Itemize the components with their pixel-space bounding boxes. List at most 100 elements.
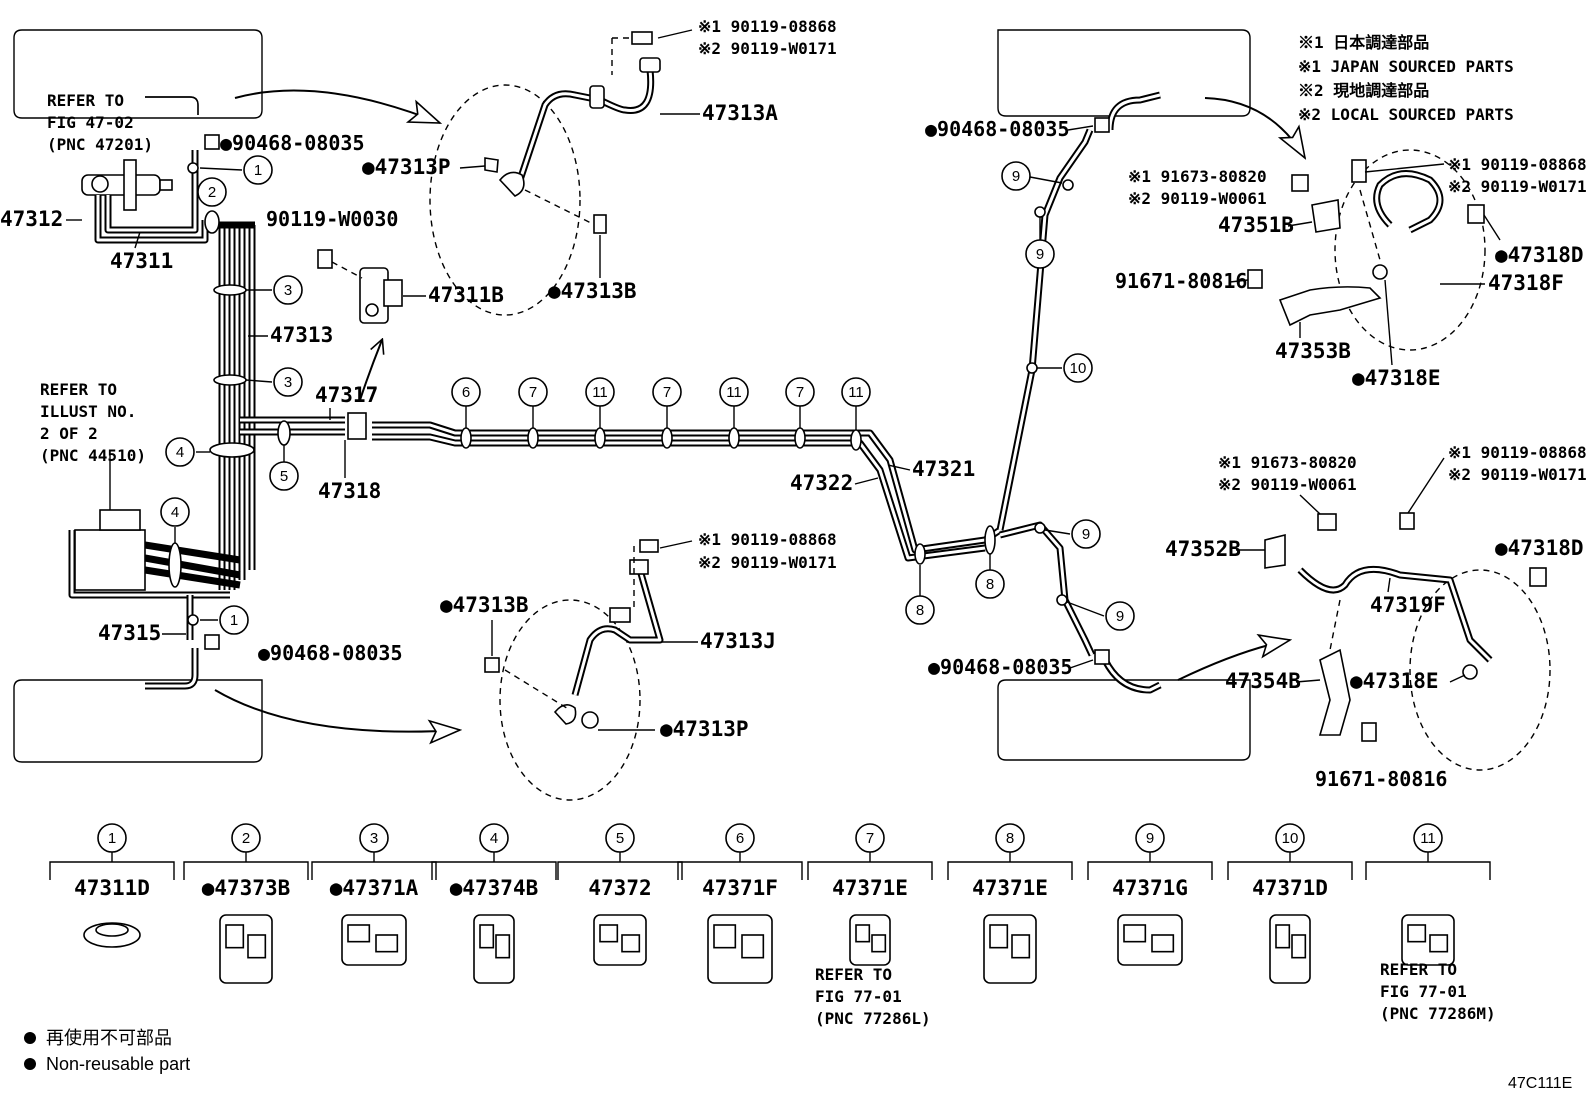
label-47313A: 47313A bbox=[702, 101, 778, 125]
clamp-part-1: 47311D bbox=[74, 876, 150, 900]
arrow-to-front-left-detail bbox=[234, 89, 440, 124]
arrow-to-rear-right-detail bbox=[1177, 640, 1290, 681]
clamp-number-1: 1 bbox=[108, 830, 116, 847]
label-47318: 47318 bbox=[318, 479, 381, 503]
callout-9d: 9 bbox=[1116, 608, 1124, 625]
brake-actuator-block bbox=[68, 455, 241, 640]
label-47317: 47317 bbox=[315, 383, 378, 407]
clamp-catalog: 147311D2●47373B3●47371A4●47374B547372647… bbox=[49, 823, 1496, 1028]
clamp-shape-1 bbox=[83, 922, 141, 948]
label-47311B: 47311B bbox=[428, 283, 504, 307]
callout-7c: 7 bbox=[796, 384, 804, 401]
note-tr-right-1: ※1 90119-08868 bbox=[1448, 155, 1587, 174]
callout-6: 6 bbox=[462, 384, 470, 401]
refer-illust-line1: REFER TO bbox=[40, 380, 117, 399]
label-47319F: 47319F bbox=[1370, 593, 1446, 617]
legend-non-reusable-jp: 再使用不可部品 bbox=[46, 1028, 172, 1048]
callout-4b: 4 bbox=[171, 504, 179, 521]
refer-77286M-line1: REFER TO bbox=[1380, 960, 1457, 979]
arrow-to-rear-left-detail bbox=[214, 689, 460, 732]
callout-11b: 11 bbox=[726, 384, 742, 401]
bracket-47311B bbox=[317, 249, 403, 324]
label-47354B: 47354B bbox=[1225, 669, 1301, 693]
label-47313B-bottom: ●47313B bbox=[440, 593, 529, 617]
note-tr-bolt-2: ※2 90119-W0061 bbox=[1128, 189, 1267, 208]
callout-8a: 8 bbox=[916, 602, 924, 619]
callout-11c: 11 bbox=[848, 384, 864, 401]
clamp-shape-2 bbox=[219, 914, 273, 984]
flex-hose-47318F bbox=[1247, 159, 1485, 327]
clamp-part-6: 47371F bbox=[702, 876, 778, 900]
clamp-number-11: 11 bbox=[1420, 830, 1436, 847]
callout-7b: 7 bbox=[663, 384, 671, 401]
flex-hose-47313A bbox=[484, 31, 661, 234]
clamp-item-11: 11 bbox=[1365, 823, 1491, 966]
callouts: 1 2 3 3 4 4 5 1 6 7 11 7 11 7 11 8 8 9 9 bbox=[160, 155, 1135, 635]
refer-fig-47-02-line2: FIG 47-02 bbox=[47, 113, 134, 132]
refer-77286M-line2: FIG 77-01 bbox=[1380, 982, 1467, 1001]
note-tr-right-2: ※2 90119-W0171 bbox=[1448, 177, 1587, 196]
clamp-shape-11 bbox=[1401, 914, 1455, 966]
refer-77286L-line2: FIG 77-01 bbox=[815, 987, 902, 1006]
clamp-item-3: 3●47371A bbox=[311, 823, 437, 966]
body-outline-front-right bbox=[997, 29, 1251, 117]
clamp-part-10: 47371D bbox=[1252, 876, 1328, 900]
callout-7a: 7 bbox=[529, 384, 537, 401]
refer-illust-line3: 2 OF 2 bbox=[40, 424, 98, 443]
label-47322: 47322 bbox=[790, 471, 853, 495]
legend-non-reusable-en: Non-reusable part bbox=[46, 1054, 190, 1074]
label-91671-tr: 91671-80816 bbox=[1115, 269, 1247, 293]
clamp-part-7: 47371E bbox=[832, 876, 908, 900]
label-47318F: 47318F bbox=[1488, 271, 1564, 295]
label-47318E-bottom: ●47318E bbox=[1350, 669, 1439, 693]
body-outline-rear-right bbox=[997, 679, 1251, 761]
clamp-number-10: 10 bbox=[1282, 830, 1299, 847]
body-outline-front-left bbox=[13, 29, 263, 119]
clamp-number-5: 5 bbox=[616, 830, 624, 847]
detail-circle-rear-left bbox=[499, 599, 641, 801]
refer-fig-47-02-line1: REFER TO bbox=[47, 91, 124, 110]
brake-line-47321-47322 bbox=[240, 412, 1002, 562]
clamp-number-6: 6 bbox=[736, 830, 744, 847]
refer-illust-line4: (PNC 44510) bbox=[40, 446, 146, 465]
note-top-center-2: ※2 90119-W0171 bbox=[698, 39, 837, 58]
note-br-right-2: ※2 90119-W0171 bbox=[1448, 465, 1587, 484]
label-90468-br: ●90468-08035 bbox=[928, 655, 1073, 679]
clamp-shape-3 bbox=[341, 914, 407, 966]
label-47321: 47321 bbox=[912, 457, 975, 481]
label-47315: 47315 bbox=[98, 621, 161, 645]
clamp-shape-8 bbox=[983, 914, 1037, 984]
callout-1-bottom: 1 bbox=[230, 612, 238, 629]
body-outline-rear-left bbox=[13, 679, 263, 763]
clip-90468-tl bbox=[204, 134, 220, 150]
label-47313P-top: ●47313P bbox=[362, 155, 451, 179]
label-47313P-bottom: ●47313P bbox=[660, 717, 749, 741]
label-47318E-top: ●47318E bbox=[1352, 366, 1441, 390]
clamp-number-4: 4 bbox=[490, 830, 498, 847]
footer-legend: 再使用不可部品 Non-reusable part 47C111E bbox=[24, 1028, 1572, 1092]
clamp-part-9: 47371G bbox=[1112, 876, 1188, 900]
callout-9c: 9 bbox=[1082, 526, 1090, 543]
label-47312: 47312 bbox=[0, 207, 63, 231]
note-mid-center-2: ※2 90119-W0171 bbox=[698, 553, 837, 572]
callout-4a: 4 bbox=[176, 444, 184, 461]
callout-3a: 3 bbox=[284, 282, 292, 299]
label-47353B: 47353B bbox=[1275, 339, 1351, 363]
sourcing-legend-3: ※2 現地調達部品 bbox=[1298, 81, 1429, 100]
detail-circle-front-right bbox=[1334, 149, 1486, 351]
arrow-to-front-right-detail bbox=[1204, 97, 1305, 158]
clamp-shape-6 bbox=[707, 914, 773, 984]
clamp-item-1: 1 47311D bbox=[49, 823, 175, 948]
label-47313B-top: ●47313B bbox=[548, 279, 637, 303]
clamp-part-4: ●47374B bbox=[450, 876, 539, 900]
detail-circle-rear-right bbox=[1409, 569, 1551, 771]
callout-9b: 9 bbox=[1036, 246, 1044, 263]
refer-77286L-line1: REFER TO bbox=[815, 965, 892, 984]
label-91671-br: 91671-80816 bbox=[1315, 767, 1447, 791]
clip-90468-tr bbox=[1094, 117, 1110, 133]
clamp-part-3: ●47371A bbox=[330, 876, 419, 900]
callout-11a: 11 bbox=[592, 384, 608, 401]
label-47352B: 47352B bbox=[1165, 537, 1241, 561]
